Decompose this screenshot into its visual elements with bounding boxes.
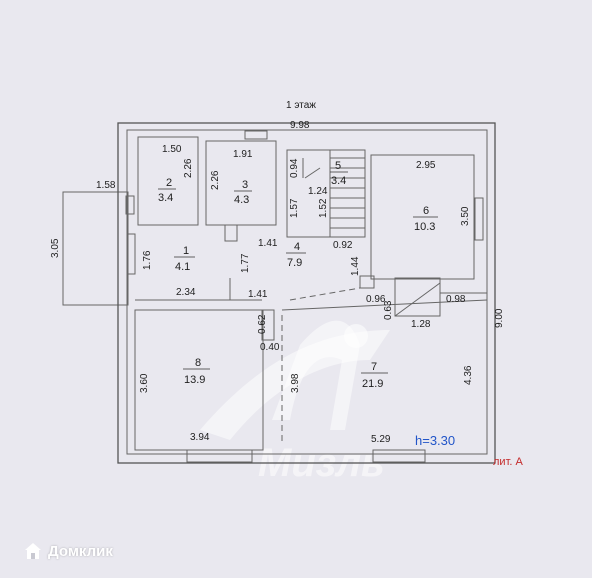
footer-brand: Домклик bbox=[24, 542, 113, 560]
room-label-4: 4 7.9 bbox=[286, 241, 306, 269]
dim-niche-left: 0.96 bbox=[366, 294, 386, 305]
dim-room7-width: 5.29 bbox=[371, 434, 391, 445]
room-label-6: 6 10.3 bbox=[413, 205, 438, 233]
room-label-2: 2 3.4 bbox=[158, 177, 176, 204]
room-3-outline bbox=[205, 140, 277, 226]
porch bbox=[62, 191, 135, 306]
dim-niche-width: 1.28 bbox=[411, 319, 431, 330]
svg-text:3: 3 bbox=[242, 179, 248, 191]
room-label-8: 8 13.9 bbox=[183, 357, 210, 386]
svg-text:4.3: 4.3 bbox=[234, 194, 249, 206]
dim-stair-c: 1.52 bbox=[318, 198, 329, 218]
dim-room6-width: 2.95 bbox=[416, 160, 436, 171]
dim-room4-mid: 1.41 bbox=[258, 238, 278, 249]
dim-room7-mid: 3.98 bbox=[290, 373, 301, 393]
dim-room8-width: 3.94 bbox=[190, 432, 210, 443]
svg-text:5: 5 bbox=[335, 160, 341, 172]
dim-stair-d: 0.92 bbox=[333, 240, 353, 251]
svg-text:10.3: 10.3 bbox=[414, 221, 435, 233]
svg-text:8: 8 bbox=[195, 357, 201, 369]
dim-overall-width: 9.98 bbox=[290, 120, 310, 131]
room-label-3: 3 4.3 bbox=[234, 179, 252, 206]
room-8-outline bbox=[134, 309, 264, 451]
lit-label: лит. А bbox=[493, 456, 523, 468]
outer-walls bbox=[117, 122, 496, 464]
dim-col-b: 0.40 bbox=[260, 342, 280, 353]
dim-room7-depth: 4.36 bbox=[463, 365, 474, 385]
dim-overall-depth: 9.00 bbox=[494, 308, 505, 328]
svg-text:4.1: 4.1 bbox=[175, 261, 190, 273]
dim-stair-a: 0.94 bbox=[289, 158, 300, 178]
svg-text:4: 4 bbox=[294, 241, 300, 253]
height-label: h=3.30 bbox=[415, 433, 455, 448]
dim-room6-depth: 3.50 bbox=[460, 206, 471, 226]
svg-text:7.9: 7.9 bbox=[287, 257, 302, 269]
room-2-outline bbox=[137, 136, 199, 226]
dim-room3-depth: 2.26 bbox=[210, 170, 221, 190]
svg-text:13.9: 13.9 bbox=[184, 374, 205, 386]
dim-room1-width: 2.34 bbox=[176, 287, 196, 298]
dim-col-a: 0.62 bbox=[257, 314, 268, 334]
dim-room4-depth: 1.57 bbox=[289, 198, 300, 218]
dim-room3-width: 1.91 bbox=[233, 149, 253, 160]
room-label-1: 1 4.1 bbox=[174, 245, 195, 273]
dim-hall-width: 1.41 bbox=[248, 289, 268, 300]
svg-text:2: 2 bbox=[166, 177, 172, 189]
room-6-outline bbox=[370, 154, 475, 280]
dim-niche-depth: 0.63 bbox=[383, 300, 394, 320]
svg-text:21.9: 21.9 bbox=[362, 378, 383, 390]
dim-niche-right: 0.98 bbox=[446, 294, 466, 305]
dim-room2-depth: 2.26 bbox=[183, 158, 194, 178]
dim-porch-width: 1.58 bbox=[96, 180, 116, 191]
dim-porch-depth: 3.05 bbox=[50, 238, 61, 258]
watermark: Мизль bbox=[200, 320, 390, 485]
niche bbox=[359, 275, 441, 317]
svg-text:3.4: 3.4 bbox=[158, 192, 173, 204]
dim-room1-depth: 1.76 bbox=[142, 250, 153, 270]
staircase bbox=[286, 149, 366, 238]
svg-text:1: 1 bbox=[183, 245, 189, 257]
svg-text:7: 7 bbox=[371, 361, 377, 373]
room-label-5: 5 3.4 bbox=[330, 160, 348, 187]
dim-stair-b: 1.24 bbox=[308, 186, 328, 197]
dim-room4-right: 1.44 bbox=[350, 256, 361, 276]
room-label-7: 7 21.9 bbox=[361, 361, 388, 390]
footer-brand-label: Домклик bbox=[48, 542, 113, 560]
dim-hall-depth: 1.77 bbox=[240, 253, 251, 273]
svg-text:6: 6 bbox=[423, 205, 429, 217]
dim-room2-width: 1.50 bbox=[162, 144, 182, 155]
floor-title: 1 этаж bbox=[286, 100, 316, 111]
house-icon bbox=[25, 543, 41, 559]
dim-room8-depth: 3.60 bbox=[139, 373, 150, 393]
svg-text:3.4: 3.4 bbox=[331, 175, 346, 187]
